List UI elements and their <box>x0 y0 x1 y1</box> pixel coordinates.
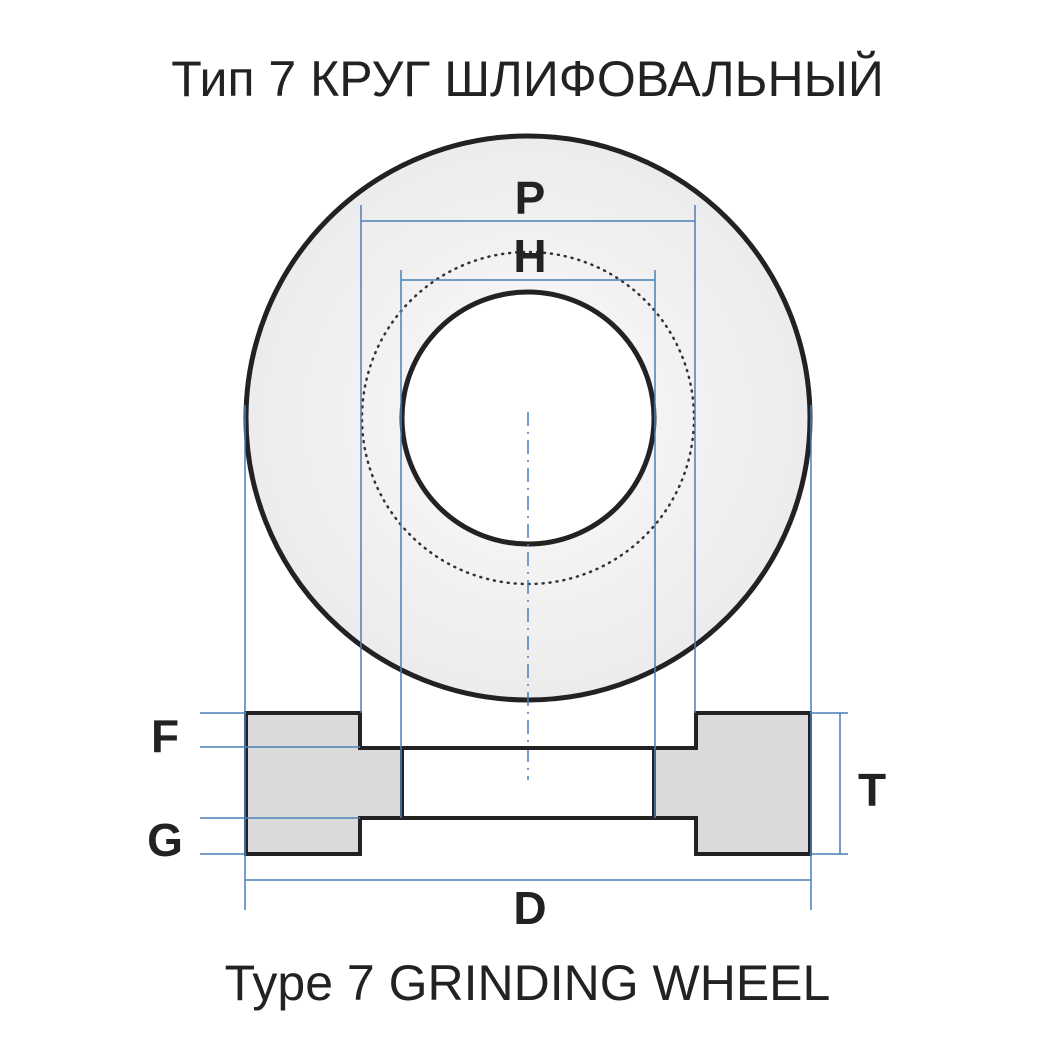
label-d: D <box>513 882 546 934</box>
label-g: G <box>147 814 183 866</box>
section-left-half <box>244 711 404 856</box>
label-t: T <box>858 764 886 816</box>
section-right-half <box>652 711 812 856</box>
title-english: Type 7 GRINDING WHEEL <box>224 955 831 1011</box>
label-f: F <box>151 710 179 762</box>
dimension-lines <box>200 205 848 910</box>
title-russian: Тип 7 КРУГ ШЛИФОВАЛЬНЫЙ <box>171 51 884 107</box>
label-p: P <box>515 172 546 224</box>
label-h: H <box>513 230 546 282</box>
